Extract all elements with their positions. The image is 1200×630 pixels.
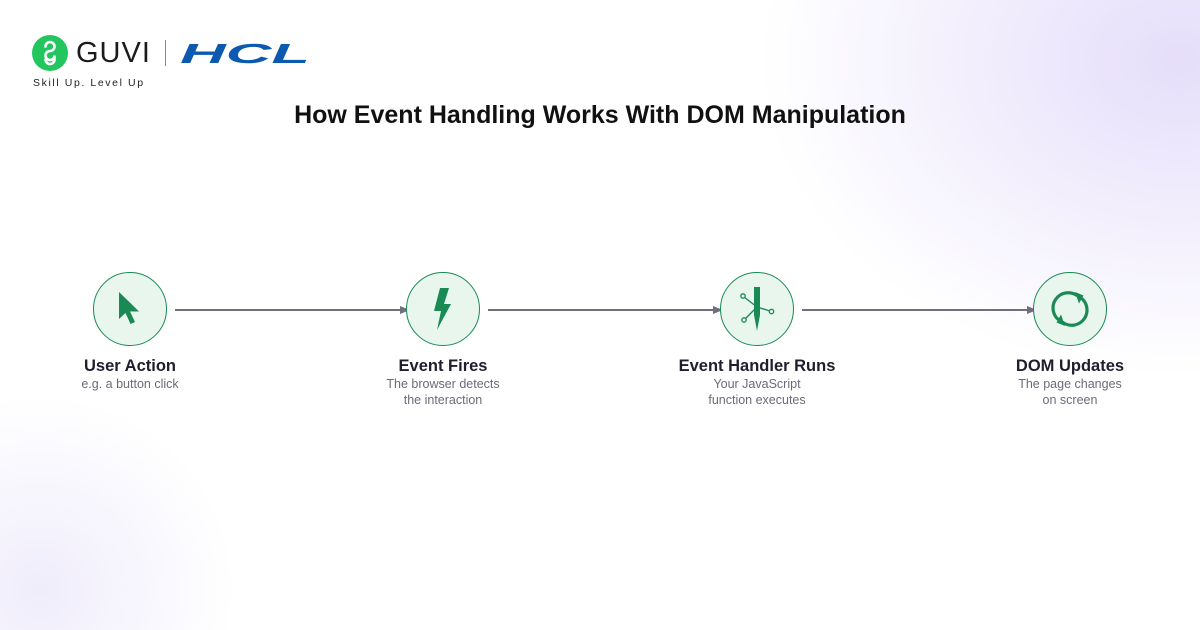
step-node [720, 272, 794, 346]
guvi-wordmark: GUVI [76, 37, 151, 69]
arrow-head [1027, 306, 1037, 314]
step-description-line2: on screen [1042, 393, 1098, 407]
arrow-line [488, 309, 713, 311]
step-title: DOM Updates [1015, 357, 1125, 375]
step-event-fires: Event Fires The browser detects the inte… [323, 272, 563, 408]
step-title: User Action [84, 357, 176, 375]
flow-arrow-2 [488, 306, 723, 314]
step-event-handler-runs: Event Handler Runs Your JavaScript funct… [637, 272, 877, 408]
step-node [406, 272, 480, 346]
logo-divider [165, 40, 166, 66]
step-description-line2: the interaction [403, 393, 483, 407]
step-description: Your JavaScript [713, 377, 801, 391]
guvi-logo-icon [32, 35, 68, 71]
step-node [93, 272, 167, 346]
step-node [1033, 272, 1107, 346]
brand-tagline: Skill Up. Level Up [33, 77, 145, 89]
flow-arrow-3 [802, 306, 1037, 314]
arrow-line [175, 309, 400, 311]
step-description-line2: function executes [708, 393, 806, 407]
step-title: Event Handler Runs [678, 357, 836, 375]
arrow-head [713, 306, 723, 314]
step-dom-updates: DOM Updates The page changes on screen [950, 272, 1190, 408]
flow-arrow-1 [175, 306, 410, 314]
cursor-icon [119, 292, 139, 324]
refresh-icon [1051, 291, 1089, 327]
page-title: How Event Handling Works With DOM Manipu… [294, 101, 906, 129]
handler-pen-icon [740, 287, 775, 331]
step-description: e.g. a button click [81, 377, 179, 391]
step-title: Event Fires [398, 357, 488, 375]
arrow-line [802, 309, 1027, 311]
step-description: The browser detects [386, 377, 500, 391]
step-user-action: User Action e.g. a button click [10, 272, 250, 392]
hcl-wordmark: HCL [180, 41, 310, 65]
hcl-logo: HCL [180, 41, 310, 65]
step-description: The page changes [1018, 377, 1122, 391]
lightning-icon [434, 288, 451, 330]
arrow-head [400, 306, 410, 314]
brand-logo[interactable]: GUVI HCL Skill Up. Level Up [32, 34, 332, 94]
